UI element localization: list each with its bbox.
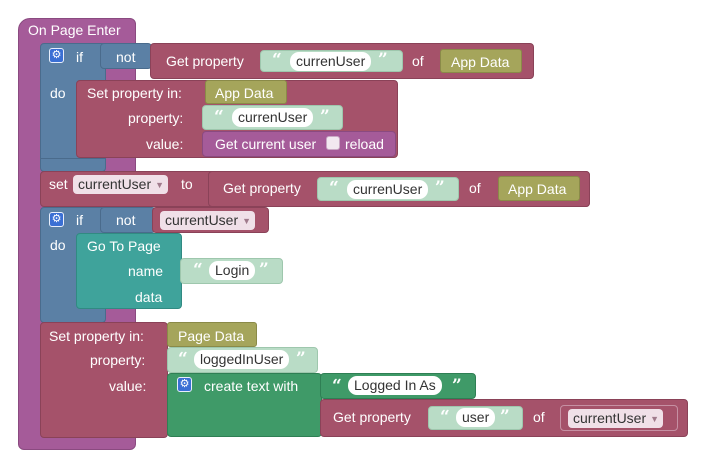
not-label: not — [116, 212, 136, 228]
quote-close-icon: ” — [435, 178, 445, 198]
quote-close-icon: ” — [259, 260, 269, 280]
text-field-currenuser-1[interactable]: currenUser — [290, 52, 372, 71]
quote-close-icon: ” — [320, 107, 330, 127]
quote-open-icon: “ — [214, 107, 224, 127]
gear-icon[interactable]: ⚙ — [49, 212, 64, 227]
text-field-currenuser-2[interactable]: currenUser — [232, 108, 314, 127]
quote-close-icon: ” — [296, 349, 306, 369]
quote-close-icon: ” — [378, 50, 388, 70]
not-block-1[interactable] — [100, 43, 152, 69]
app-data-label: App Data — [215, 85, 274, 101]
of-label: of — [412, 53, 424, 69]
page-data-label: Page Data — [178, 328, 245, 344]
do-label: do — [50, 85, 66, 101]
create-text-with-label: create text with — [204, 378, 299, 394]
value-label: value: — [109, 378, 147, 394]
create-text-with-block[interactable] — [167, 373, 322, 437]
app-data-block-1[interactable] — [440, 49, 522, 73]
gear-icon[interactable]: ⚙ — [177, 377, 192, 392]
not-block-2[interactable] — [100, 207, 156, 233]
variable-dropdown[interactable]: currentUser▼ — [568, 409, 664, 428]
app-data-block-2[interactable] — [205, 80, 287, 104]
app-data-label: App Data — [508, 181, 567, 197]
quote-open-icon: “ — [440, 407, 450, 427]
of-label: of — [533, 409, 545, 425]
variable-dropdown-label: currentUser — [573, 410, 647, 426]
go-to-page-block[interactable] — [76, 233, 182, 309]
not-label: not — [116, 49, 136, 65]
text-field-logged-in-as[interactable]: Logged In As — [348, 376, 442, 395]
quote-open-icon: “ — [329, 178, 339, 198]
property-label: property: — [128, 110, 184, 126]
get-property-label: Get property — [166, 53, 244, 69]
app-data-label: App Data — [451, 54, 510, 70]
of-label: of — [469, 180, 481, 196]
get-property-label: Get property — [333, 409, 411, 425]
get-property-label: Get property — [223, 180, 301, 196]
set-property-in-label: Set property in: — [49, 328, 144, 344]
name-label: name — [128, 263, 164, 279]
to-label: to — [181, 176, 193, 192]
set-property-block-2[interactable] — [40, 322, 168, 438]
variable-dropdown-label: currentUser — [165, 212, 239, 228]
set-property-in-label: Set property in: — [87, 85, 182, 101]
dropdown-arrow-icon: ▼ — [242, 216, 252, 226]
on-page-enter-label: On Page Enter — [28, 22, 121, 38]
go-to-page-label: Go To Page — [87, 238, 161, 254]
text-field-user[interactable]: user — [456, 408, 496, 427]
set-label: set — [49, 176, 68, 192]
do-label: do — [50, 237, 66, 253]
variable-dropdown[interactable]: currentUser▼ — [160, 211, 256, 230]
reload-label: reload — [345, 136, 384, 152]
dropdown-arrow-icon: ▼ — [155, 180, 165, 190]
get-current-user-label: Get current user — [215, 136, 317, 152]
text-field-currenuser-3[interactable]: currenUser — [347, 180, 429, 199]
reload-checkbox[interactable] — [326, 136, 340, 150]
quote-open-icon: “ — [332, 376, 342, 396]
if-label: if — [76, 212, 83, 228]
quote-open-icon: “ — [272, 50, 282, 70]
app-data-block-3[interactable] — [498, 176, 580, 201]
variable-dropdown[interactable]: currentUser▼ — [73, 175, 169, 194]
quote-open-icon: “ — [193, 260, 203, 280]
quote-close-icon: ” — [500, 407, 510, 427]
page-data-block[interactable] — [167, 322, 257, 347]
quote-open-icon: “ — [178, 349, 188, 369]
variable-dropdown-label: currentUser — [78, 176, 152, 192]
if-block-1-bottom — [40, 158, 106, 172]
dropdown-arrow-icon: ▼ — [650, 414, 660, 424]
data-label: data — [135, 289, 163, 305]
quote-close-icon: ” — [452, 376, 462, 396]
gear-icon[interactable]: ⚙ — [49, 48, 64, 63]
value-label: value: — [146, 136, 184, 152]
if-label: if — [76, 49, 83, 65]
text-field-loggedinuser[interactable]: loggedInUser — [194, 350, 290, 369]
get-current-user-block[interactable] — [202, 131, 396, 157]
text-field-login[interactable]: Login — [209, 261, 256, 280]
property-label: property: — [90, 352, 146, 368]
